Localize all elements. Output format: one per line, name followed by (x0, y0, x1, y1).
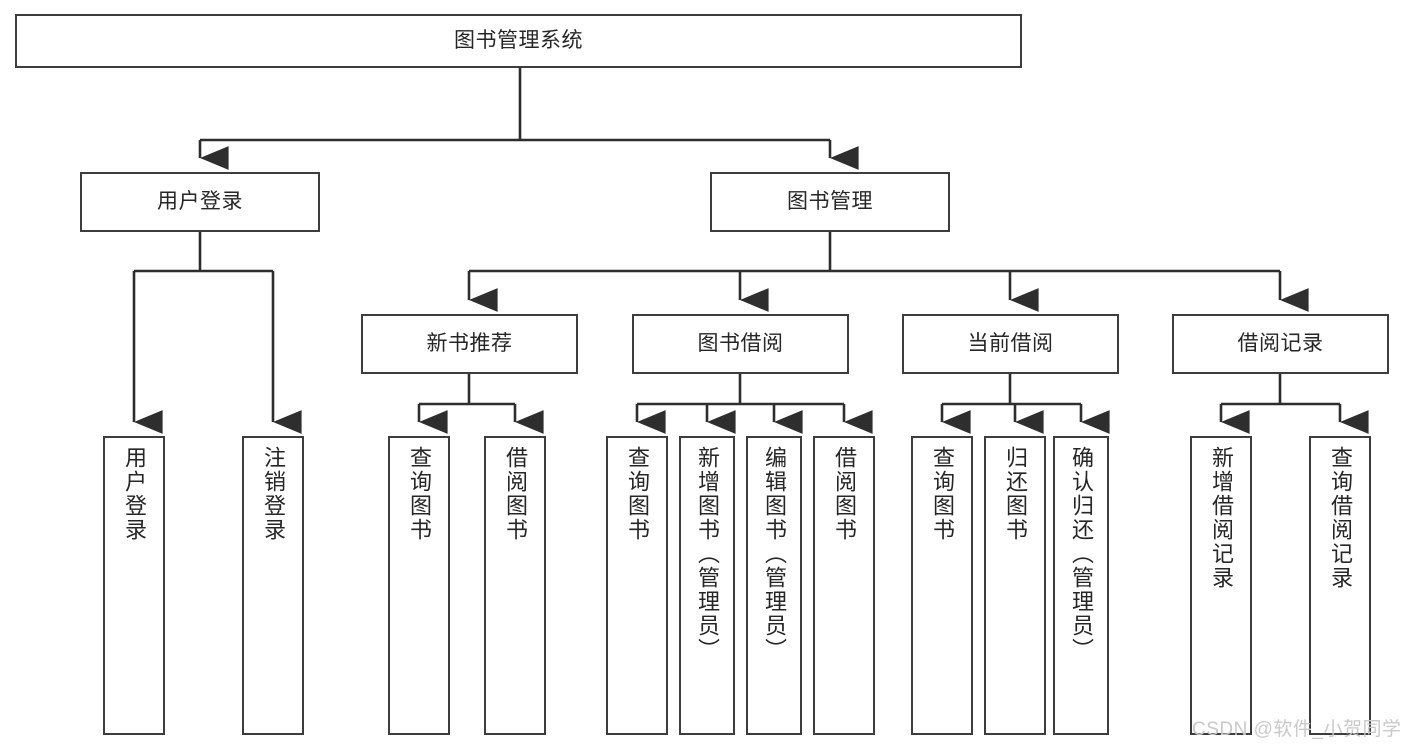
node-book-manage[interactable]: 图书管理 (710, 172, 950, 232)
node-user-login[interactable]: 用户登录 (80, 172, 320, 232)
node-borrow-record-label: 借阅记录 (1237, 331, 1324, 355)
node-leaf-borrow-book-1-label: 借阅图书 (503, 446, 528, 542)
node-leaf-query-book-2-label: 查询图书 (625, 446, 650, 542)
node-leaf-borrow-book-1[interactable]: 借阅图书 (484, 436, 546, 735)
node-new-book-recommend-label: 新书推荐 (426, 331, 513, 355)
node-leaf-confirm-return-admin-label: 确认归还（管理员） (1069, 446, 1094, 662)
node-leaf-add-borrow-record-label: 新增借阅记录 (1209, 446, 1234, 590)
node-leaf-query-book-3[interactable]: 查询图书 (911, 436, 973, 735)
node-book-borrow[interactable]: 图书借阅 (632, 314, 849, 374)
node-leaf-borrow-book-2[interactable]: 借阅图书 (813, 436, 875, 735)
node-leaf-query-book-1[interactable]: 查询图书 (388, 436, 450, 735)
node-leaf-query-book-3-label: 查询图书 (930, 446, 955, 542)
csdn-watermark: CSDN @软件_小贺同学 (1192, 719, 1402, 740)
node-leaf-edit-book-admin-label: 编辑图书（管理员） (762, 446, 787, 662)
node-root-label: 图书管理系统 (454, 28, 583, 52)
node-leaf-query-book-1-label: 查询图书 (407, 446, 432, 542)
node-leaf-borrow-book-2-label: 借阅图书 (832, 446, 857, 542)
node-leaf-confirm-return-admin[interactable]: 确认归还（管理员） (1053, 436, 1109, 735)
node-root[interactable]: 图书管理系统 (15, 14, 1022, 68)
node-leaf-edit-book-admin[interactable]: 编辑图书（管理员） (746, 436, 802, 735)
node-book-manage-label: 图书管理 (787, 189, 873, 213)
node-leaf-add-book-admin-label: 新增图书（管理员） (695, 446, 720, 662)
node-book-borrow-label: 图书借阅 (697, 331, 784, 355)
node-borrow-record[interactable]: 借阅记录 (1172, 314, 1389, 374)
node-leaf-user-login-label: 用户登录 (122, 446, 147, 542)
node-new-book-recommend[interactable]: 新书推荐 (361, 314, 578, 374)
node-leaf-logout-label: 注销登录 (261, 446, 286, 542)
node-user-login-label: 用户登录 (157, 189, 243, 213)
node-leaf-return-book-label: 归还图书 (1003, 446, 1028, 542)
node-leaf-logout[interactable]: 注销登录 (242, 436, 304, 735)
node-leaf-query-book-2[interactable]: 查询图书 (606, 436, 668, 735)
node-current-borrow[interactable]: 当前借阅 (902, 314, 1119, 374)
node-leaf-return-book[interactable]: 归还图书 (984, 436, 1046, 735)
node-leaf-add-book-admin[interactable]: 新增图书（管理员） (679, 436, 735, 735)
node-current-borrow-label: 当前借阅 (967, 331, 1054, 355)
node-leaf-add-borrow-record[interactable]: 新增借阅记录 (1190, 436, 1252, 735)
node-leaf-query-borrow-record-label: 查询借阅记录 (1328, 446, 1353, 590)
node-leaf-query-borrow-record[interactable]: 查询借阅记录 (1309, 436, 1371, 735)
node-leaf-user-login[interactable]: 用户登录 (103, 436, 165, 735)
